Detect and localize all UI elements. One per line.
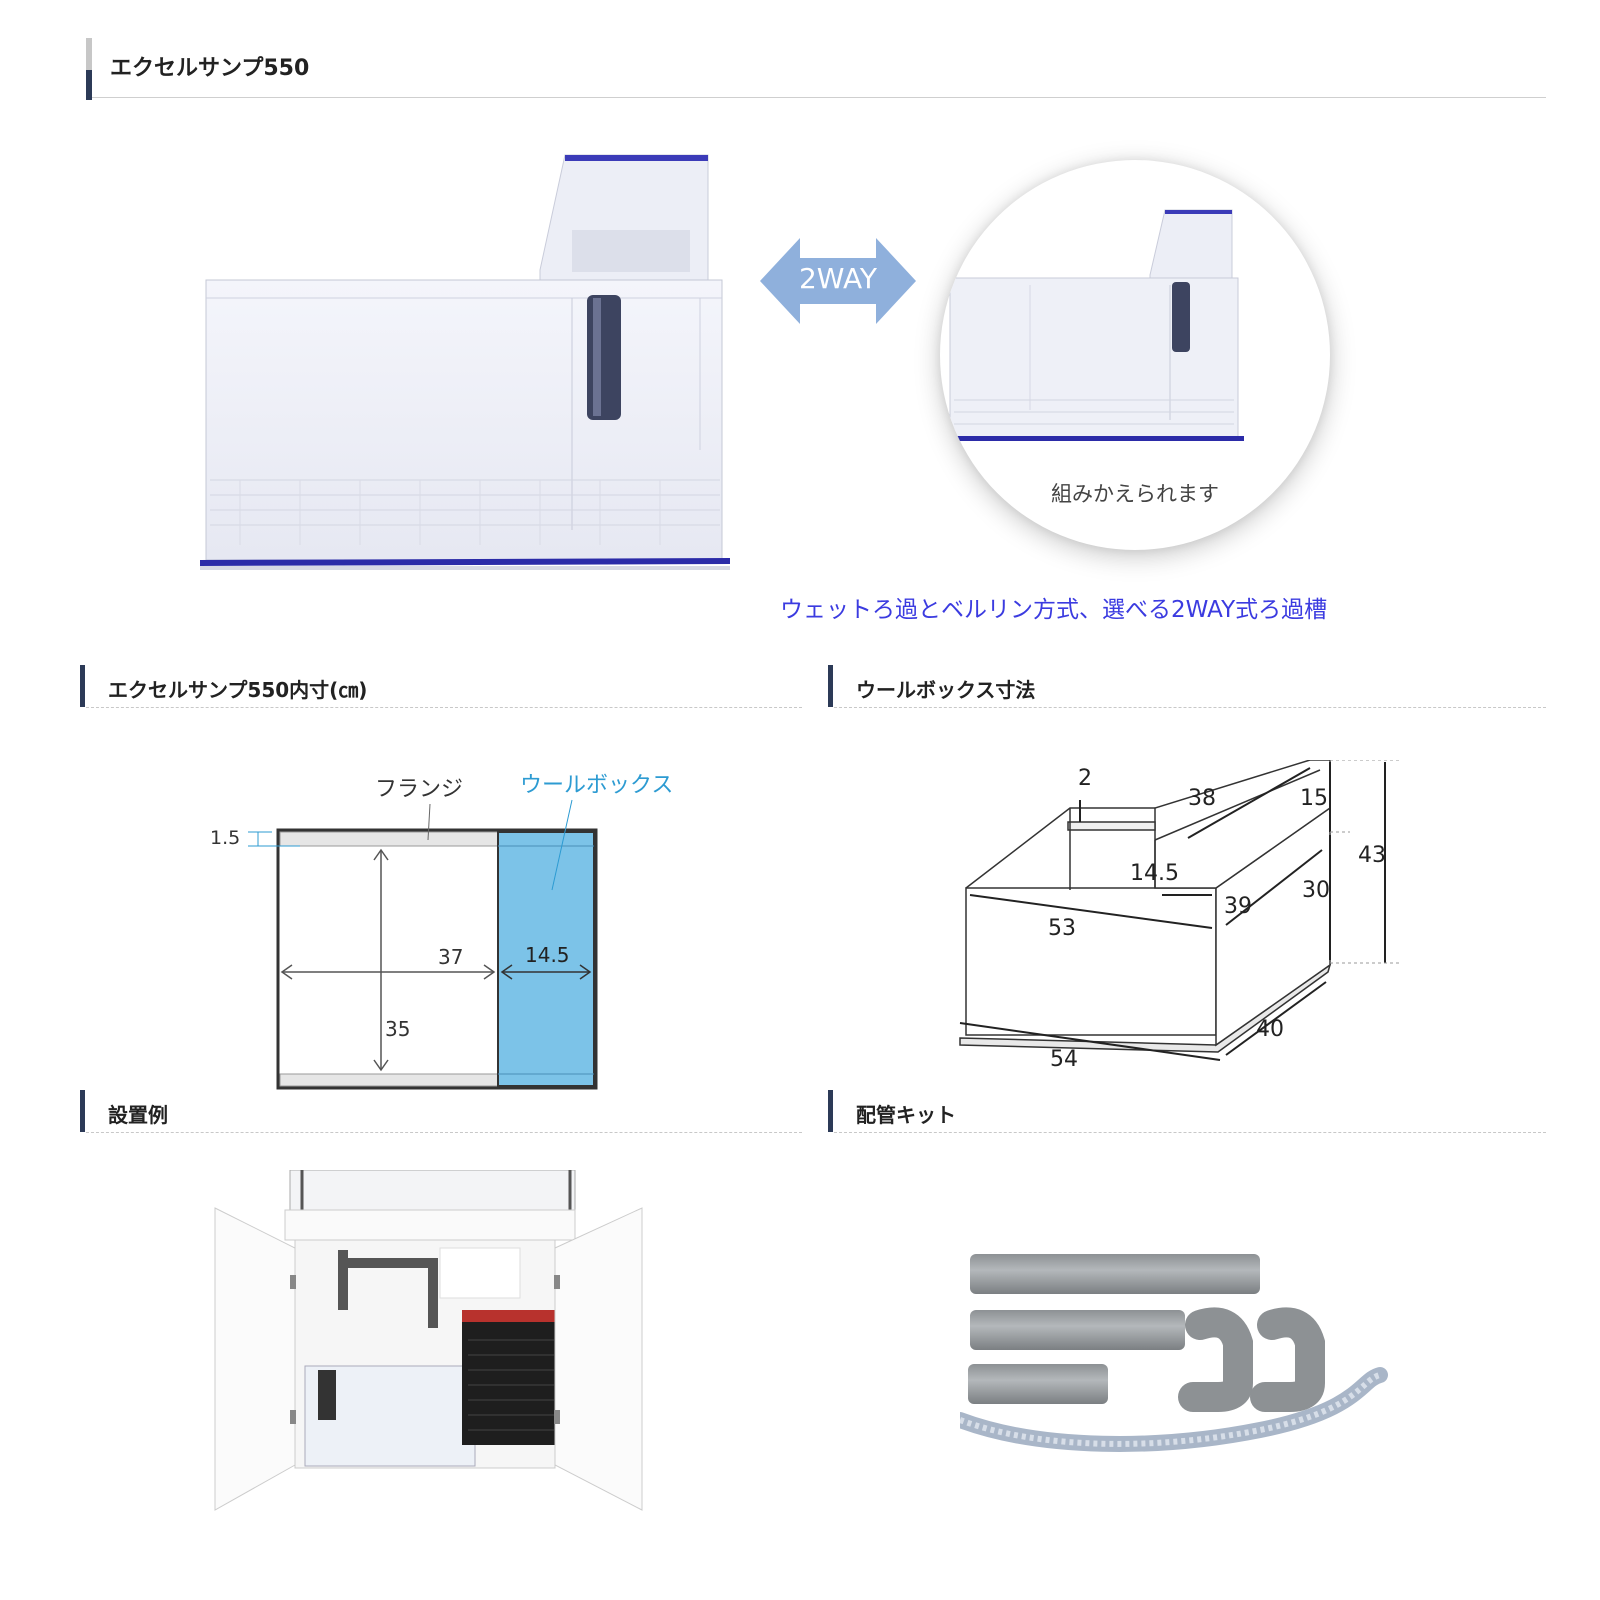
section-divider (86, 1132, 802, 1133)
section-header-inner-dims: エクセルサンプ550内寸(㎝) (80, 665, 802, 709)
small-sump-photo (946, 209, 1244, 441)
header-divider (92, 97, 1546, 98)
dim-54: 54 (1050, 1047, 1078, 1072)
section-header-install: 設置例 (80, 1090, 802, 1134)
dim-53: 53 (1048, 916, 1076, 941)
page-header: エクセルサンプ550 (86, 38, 1546, 100)
dim-40: 40 (1256, 1017, 1284, 1042)
section-title: 配管キット (856, 1103, 956, 1127)
section-divider (834, 1132, 1546, 1133)
piping-kit-photo (960, 1254, 1388, 1452)
section-accent-bar (828, 1090, 833, 1132)
wool-box-label: ウールボックス (520, 773, 673, 798)
page-title: エクセルサンプ550 (110, 56, 310, 81)
section-title: ウールボックス寸法 (856, 678, 1036, 702)
two-way-arrow: 2WAY (760, 238, 916, 324)
dim-15: 15 (1300, 786, 1328, 811)
reconfigured-sump-inset: 組みかえられます (940, 160, 1330, 550)
dim-2: 2 (1078, 766, 1092, 791)
section-accent-bar (80, 1090, 85, 1132)
dim-width: 37 (438, 945, 463, 969)
dim-flange: 1.5 (210, 827, 240, 849)
dim-wool-width: 14.5 (525, 943, 570, 967)
dim-30: 30 (1302, 878, 1330, 903)
wool-box-area (497, 831, 595, 1087)
dim-43: 43 (1358, 843, 1386, 868)
flange-label: フランジ (375, 777, 463, 802)
section-header-piping: 配管キット (828, 1090, 1546, 1134)
double-arrow-icon (760, 238, 916, 324)
circle-caption: 組みかえられます (1051, 482, 1219, 506)
section-title: エクセルサンプ550内寸(㎝) (108, 678, 368, 702)
section-accent-bar (828, 665, 833, 707)
two-way-label: 2WAY (798, 262, 878, 295)
dim-39: 39 (1224, 894, 1252, 919)
dim-38: 38 (1188, 786, 1216, 811)
section-divider (834, 707, 1546, 708)
section-header-wool-box: ウールボックス寸法 (828, 665, 1546, 709)
dim-depth: 35 (385, 1017, 410, 1041)
wool-box-dimensions-diagram: 2 38 15 43 14.5 30 39 53 40 54 (959, 760, 1400, 1072)
inner-dimensions-diagram: フランジ ウールボックス 1.5 35 37 14.5 (210, 773, 673, 1090)
installation-photo (214, 1170, 643, 1511)
sump-tank-photo (200, 154, 730, 570)
section-title: 設置例 (108, 1103, 168, 1127)
section-accent-bar (80, 665, 85, 707)
header-accent-bar-dark (86, 70, 92, 100)
section-divider (86, 707, 802, 708)
dim-14-5: 14.5 (1130, 861, 1179, 886)
header-accent-bar (86, 38, 92, 70)
hero-caption: ウェットろ過とベルリン方式、選べる2WAY式ろ過槽 (780, 597, 1328, 623)
